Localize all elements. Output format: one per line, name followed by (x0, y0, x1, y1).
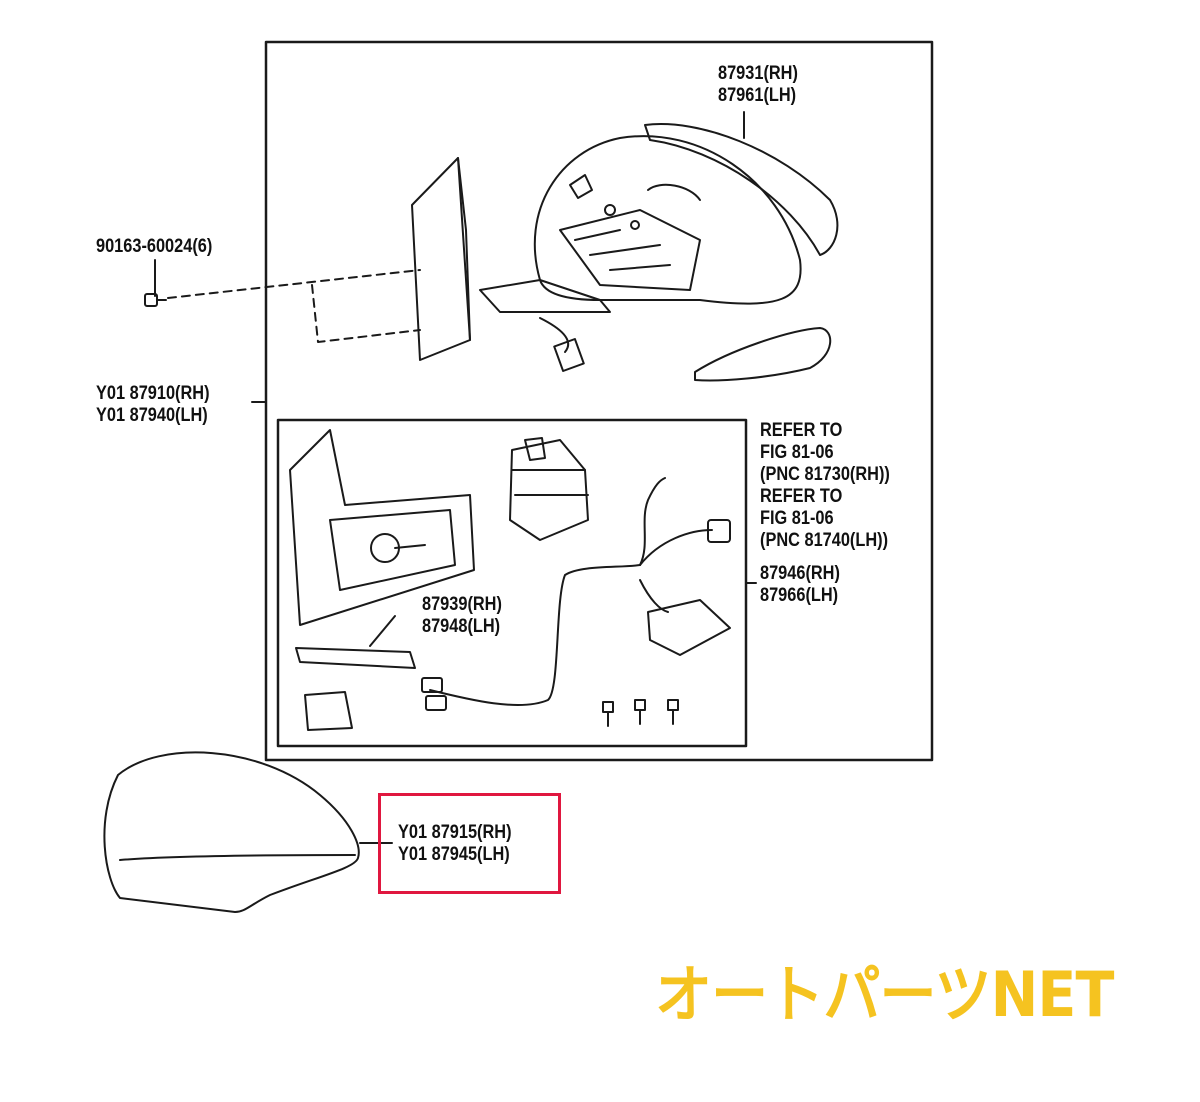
label-line: Y01 87940(LH) (96, 405, 208, 426)
label-bracket: 87939(RH) 87948(LH) (422, 594, 502, 638)
label-line: Y01 87945(LH) (398, 844, 510, 865)
screw-dash-bracket (311, 284, 421, 343)
label-wire-harness: 87946(RH) 87966(LH) (760, 563, 840, 607)
upper-cover-strip (644, 123, 839, 256)
label-line: 87946(RH) (760, 563, 840, 584)
brand-logo-text: オートパーツNET (655, 958, 1114, 1031)
label-line: REFER TO (760, 420, 843, 441)
small-screws (602, 699, 679, 727)
retaining-clip (304, 691, 353, 731)
label-line: (PNC 81730(RH)) (760, 464, 890, 485)
assembly-frame (264, 40, 934, 762)
label-line: 87966(LH) (760, 585, 839, 606)
label-line: 87961(LH) (718, 85, 797, 106)
bracket-bar (295, 647, 416, 669)
outer-mirror-cover (103, 751, 360, 913)
wire-harness (421, 477, 731, 711)
leader-bracket (369, 615, 396, 647)
mirror-housing (479, 135, 802, 372)
label-mirror-assy: Y01 87910(RH) Y01 87940(LH) (96, 383, 210, 427)
mirror-base-bracket (289, 429, 475, 626)
label-refer-lh: REFER TO FIG 81-06 (PNC 81740(LH)) (760, 486, 888, 552)
screw-dash-line (167, 269, 421, 299)
label-refer-rh: REFER TO FIG 81-06 (PNC 81730(RH)) (760, 420, 890, 486)
turn-signal-lens (694, 327, 832, 382)
label-line: Y01 87910(RH) (96, 383, 210, 404)
label-line: FIG 81-06 (760, 508, 834, 529)
label-line: 90163-60024(6) (96, 236, 213, 257)
label-upper-cover: 87931(RH) 87961(LH) (718, 63, 798, 107)
mirror-motor (509, 437, 589, 541)
label-line: FIG 81-06 (760, 442, 834, 463)
label-outer-cover: Y01 87915(RH) Y01 87945(LH) (398, 822, 512, 866)
label-line: REFER TO (760, 486, 843, 507)
highlight-box (378, 793, 561, 894)
label-line: 87931(RH) (718, 63, 798, 84)
label-line: 87948(LH) (422, 616, 501, 637)
label-line: Y01 87915(RH) (398, 822, 512, 843)
label-screw: 90163-60024(6) (96, 236, 212, 258)
label-line: 87939(RH) (422, 594, 502, 615)
screw-icon (144, 293, 167, 307)
label-line: (PNC 81740(LH)) (760, 530, 889, 551)
